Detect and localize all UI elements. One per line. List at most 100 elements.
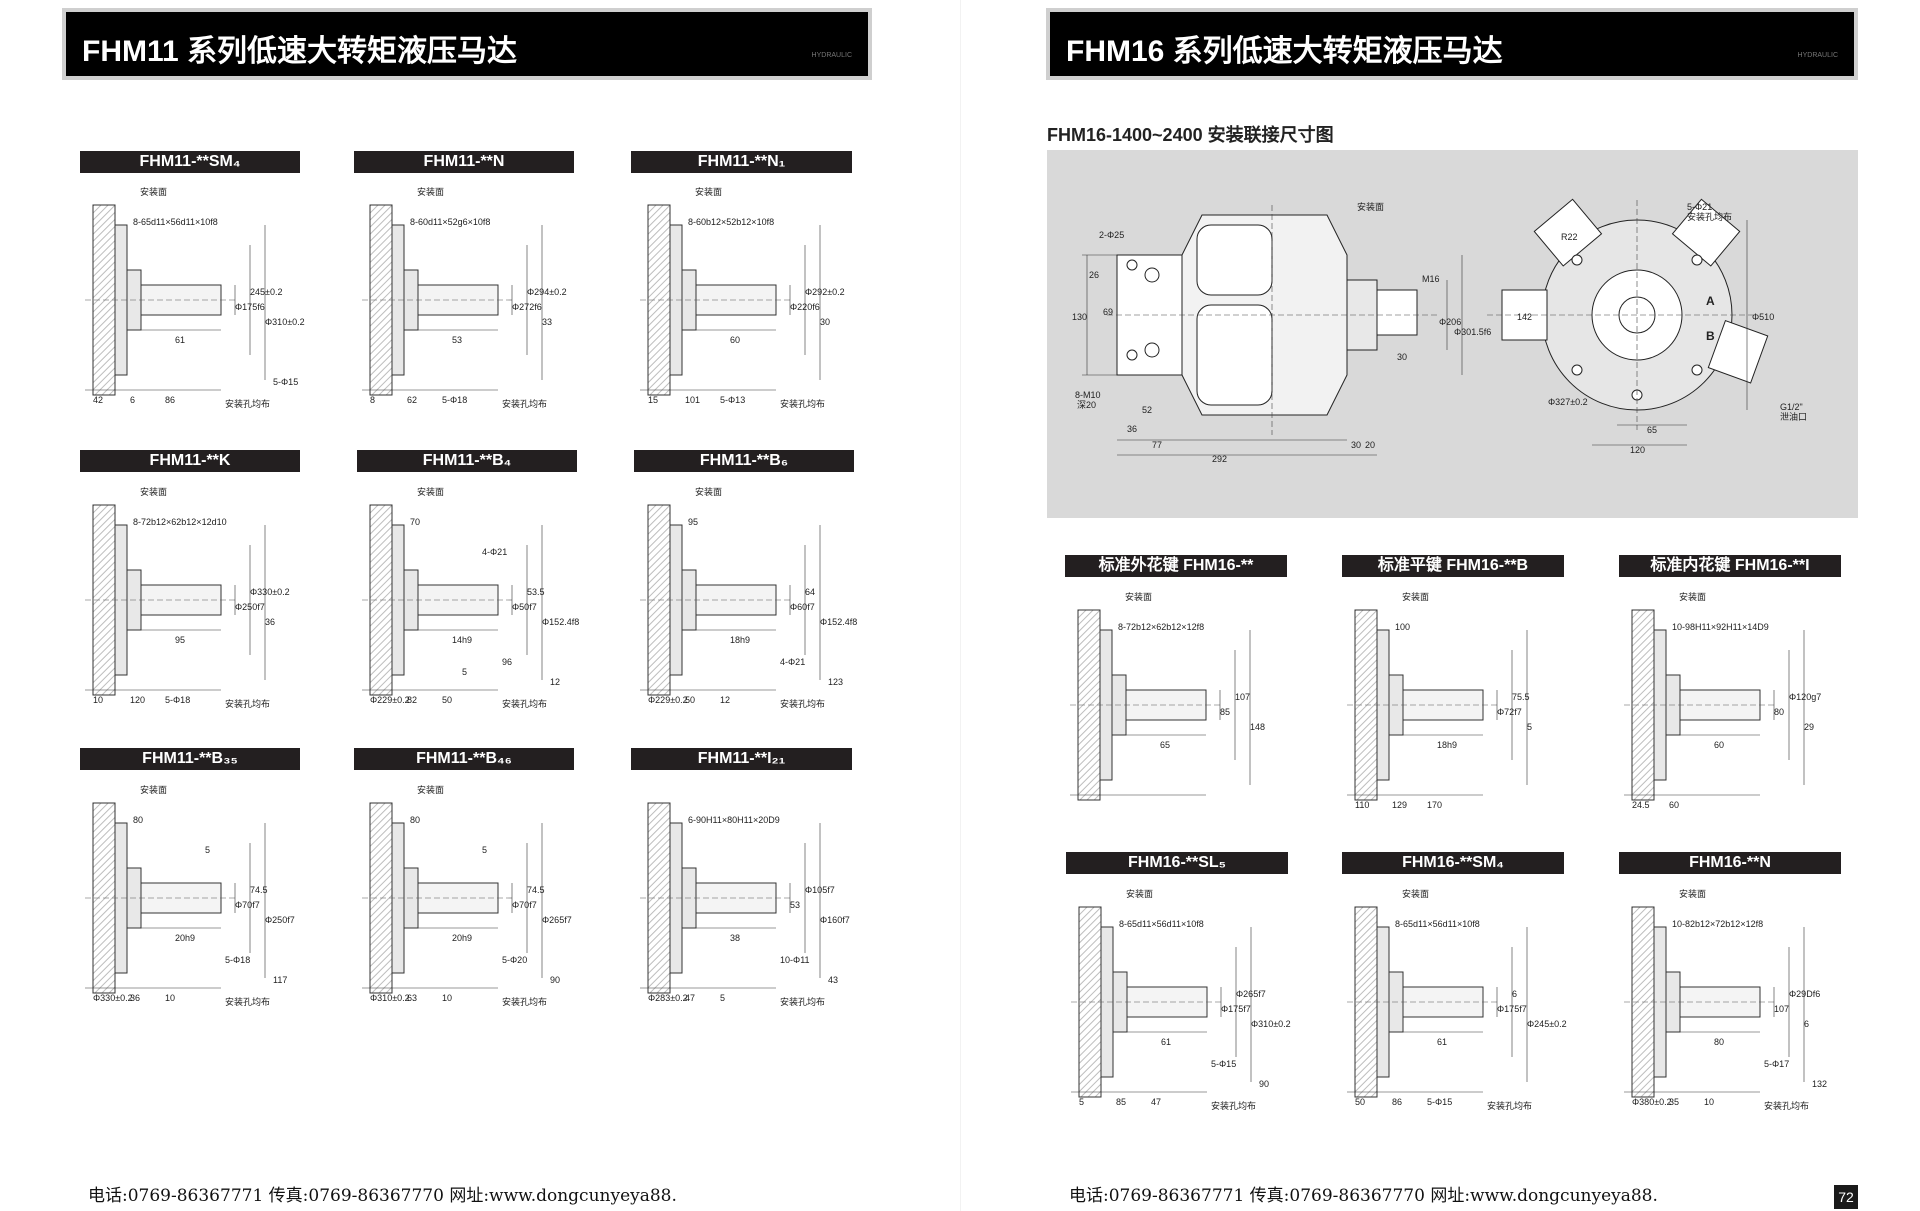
big-front-label: 安装面 xyxy=(1357,201,1384,212)
big-front-label: 69 xyxy=(1103,307,1113,317)
dimension-label: 15 xyxy=(648,395,658,405)
dimension-label: 90 xyxy=(550,975,560,985)
dimension-label: 10 xyxy=(165,993,175,1003)
holes-note: 安装孔均布 xyxy=(780,398,825,409)
holes-note: 安装孔均布 xyxy=(502,698,547,709)
dimension-label: 110 xyxy=(1355,800,1369,810)
mount-face-label: 安装面 xyxy=(1402,888,1429,899)
dimension-label: 5-Φ15 xyxy=(273,377,298,387)
dimension-label: 61 xyxy=(1437,1037,1447,1047)
dimension-label: 5 xyxy=(720,993,725,1003)
dimension-label: 60 xyxy=(1714,740,1724,750)
dimension-label: Φ29Df6 xyxy=(1789,989,1820,999)
drawing-svg: 安装面8-60b12×52b12×10f860Φ220f6Φ292±0.2301… xyxy=(640,186,845,409)
big-end-label: A xyxy=(1706,294,1715,308)
mount-face-label: 安装面 xyxy=(417,486,444,497)
dimension-label: 63 xyxy=(407,993,417,1003)
spline-spec-label: 10-82b12×72b12×12f8 xyxy=(1672,919,1763,929)
dimension-label: Φ160f7 xyxy=(820,915,850,925)
big-front-label: 8-M10 xyxy=(1075,390,1101,400)
drawing-label: 标准内花键 FHM16-**I xyxy=(1619,555,1841,577)
dimension-label: Φ229±0.2 xyxy=(370,695,410,705)
page-gutter xyxy=(960,0,961,1211)
dimension-label: Φ152.4f8 xyxy=(542,617,579,627)
dimension-label: Φ380±0.2 xyxy=(1632,1097,1672,1107)
right-page-header: FHM16 系列低速大转矩液压马达 HYDRAULIC xyxy=(1046,8,1858,80)
dimension-label: 5 xyxy=(462,667,467,677)
dimension-label: 6 xyxy=(1512,989,1517,999)
dimension-label: 6 xyxy=(130,395,135,405)
dimension-label: 36 xyxy=(130,993,140,1003)
dimension-label: Φ175f6 xyxy=(235,302,265,312)
big-end-label: G1/2" xyxy=(1780,402,1803,412)
dimension-label: 10-Φ11 xyxy=(780,955,810,965)
dimension-label: 12 xyxy=(720,695,730,705)
dimension-label: 64 xyxy=(805,587,815,597)
right-header-small: HYDRAULIC xyxy=(1797,52,1838,59)
dimension-label: Φ310±0.2 xyxy=(265,317,305,327)
dimension-label: 5 xyxy=(482,845,487,855)
dimension-label: 5-Φ15 xyxy=(1427,1097,1452,1107)
dimension-label: 5-Φ17 xyxy=(1764,1059,1789,1069)
dimension-label: 86 xyxy=(165,395,175,405)
dimension-label: 47 xyxy=(685,993,695,1003)
drawing-label: 标准外花键 FHM16-** xyxy=(1065,555,1287,577)
end-view xyxy=(1501,198,1769,411)
dimension-label: Φ50f7 xyxy=(512,602,537,612)
drawing-label: FHM11-**K xyxy=(80,450,300,472)
holes-note: 安装孔均布 xyxy=(1211,1100,1256,1111)
dimension-label: Φ310±0.2 xyxy=(370,993,410,1003)
dimension-label: 60 xyxy=(730,335,740,345)
dimension-label: 50 xyxy=(1355,1097,1365,1107)
dimension-label: 20h9 xyxy=(175,933,195,943)
dimension-label: 29 xyxy=(1804,722,1814,732)
right-header-title: FHM16 系列低速大转矩液压马达 xyxy=(1066,35,1503,68)
spline-spec-label: 80 xyxy=(410,815,420,825)
dimension-label: Φ229±0.2 xyxy=(648,695,688,705)
dimension-label: 65 xyxy=(1160,740,1170,750)
dimension-label: 5 xyxy=(1079,1097,1084,1107)
big-front-label: 2-Φ25 xyxy=(1099,230,1124,240)
dimension-label: Φ70f7 xyxy=(512,900,537,910)
drawing-label: FHM11-**I₂₁ xyxy=(631,748,852,770)
dimension-label: 129 xyxy=(1392,800,1407,810)
dimension-label: Φ265f7 xyxy=(1236,989,1266,999)
mount-face-label: 安装面 xyxy=(417,186,444,197)
dimension-label: 12 xyxy=(550,677,560,687)
dimension-label: 20h9 xyxy=(452,933,472,943)
dimension-label: 74.5 xyxy=(250,885,268,895)
spline-spec-label: 10-98H11×92H11×14D9 xyxy=(1672,622,1769,632)
dimension-label: Φ175f7 xyxy=(1497,1004,1527,1014)
holes-note: 安装孔均布 xyxy=(1764,1100,1809,1111)
big-end-label: Φ327±0.2 xyxy=(1548,397,1588,407)
dimension-label: 107 xyxy=(1235,692,1250,702)
spline-spec-label: 80 xyxy=(133,815,143,825)
dimension-label: Φ250f7 xyxy=(265,915,295,925)
dimension-label: Φ330±0.2 xyxy=(250,587,290,597)
holes-note: 安装孔均布 xyxy=(502,996,547,1007)
mount-face-label: 安装面 xyxy=(140,186,167,197)
dimension-label: 74.5 xyxy=(527,885,545,895)
dimension-label: 5-Φ18 xyxy=(165,695,190,705)
dimension-label: 75.5 xyxy=(1512,692,1530,702)
big-front-label: 30 xyxy=(1397,352,1407,362)
big-front-label: 77 xyxy=(1152,440,1162,450)
mount-face-label: 安装面 xyxy=(1126,888,1153,899)
drawing-label: FHM16-**SM₄ xyxy=(1342,852,1564,874)
big-drawing-labels: 2-Φ25 26 69 130 8-M10 深20 52 36 77 292 3… xyxy=(1072,201,1807,464)
holes-note: 安装孔均布 xyxy=(1487,1100,1532,1111)
dimension-label: 53 xyxy=(790,900,800,910)
big-end-label: 泄油口 xyxy=(1780,411,1807,422)
spline-spec-label: 6-90H11×80H11×20D9 xyxy=(688,815,780,825)
big-front-label: 20 xyxy=(1365,440,1375,450)
dimension-label: 245±0.2 xyxy=(250,287,282,297)
